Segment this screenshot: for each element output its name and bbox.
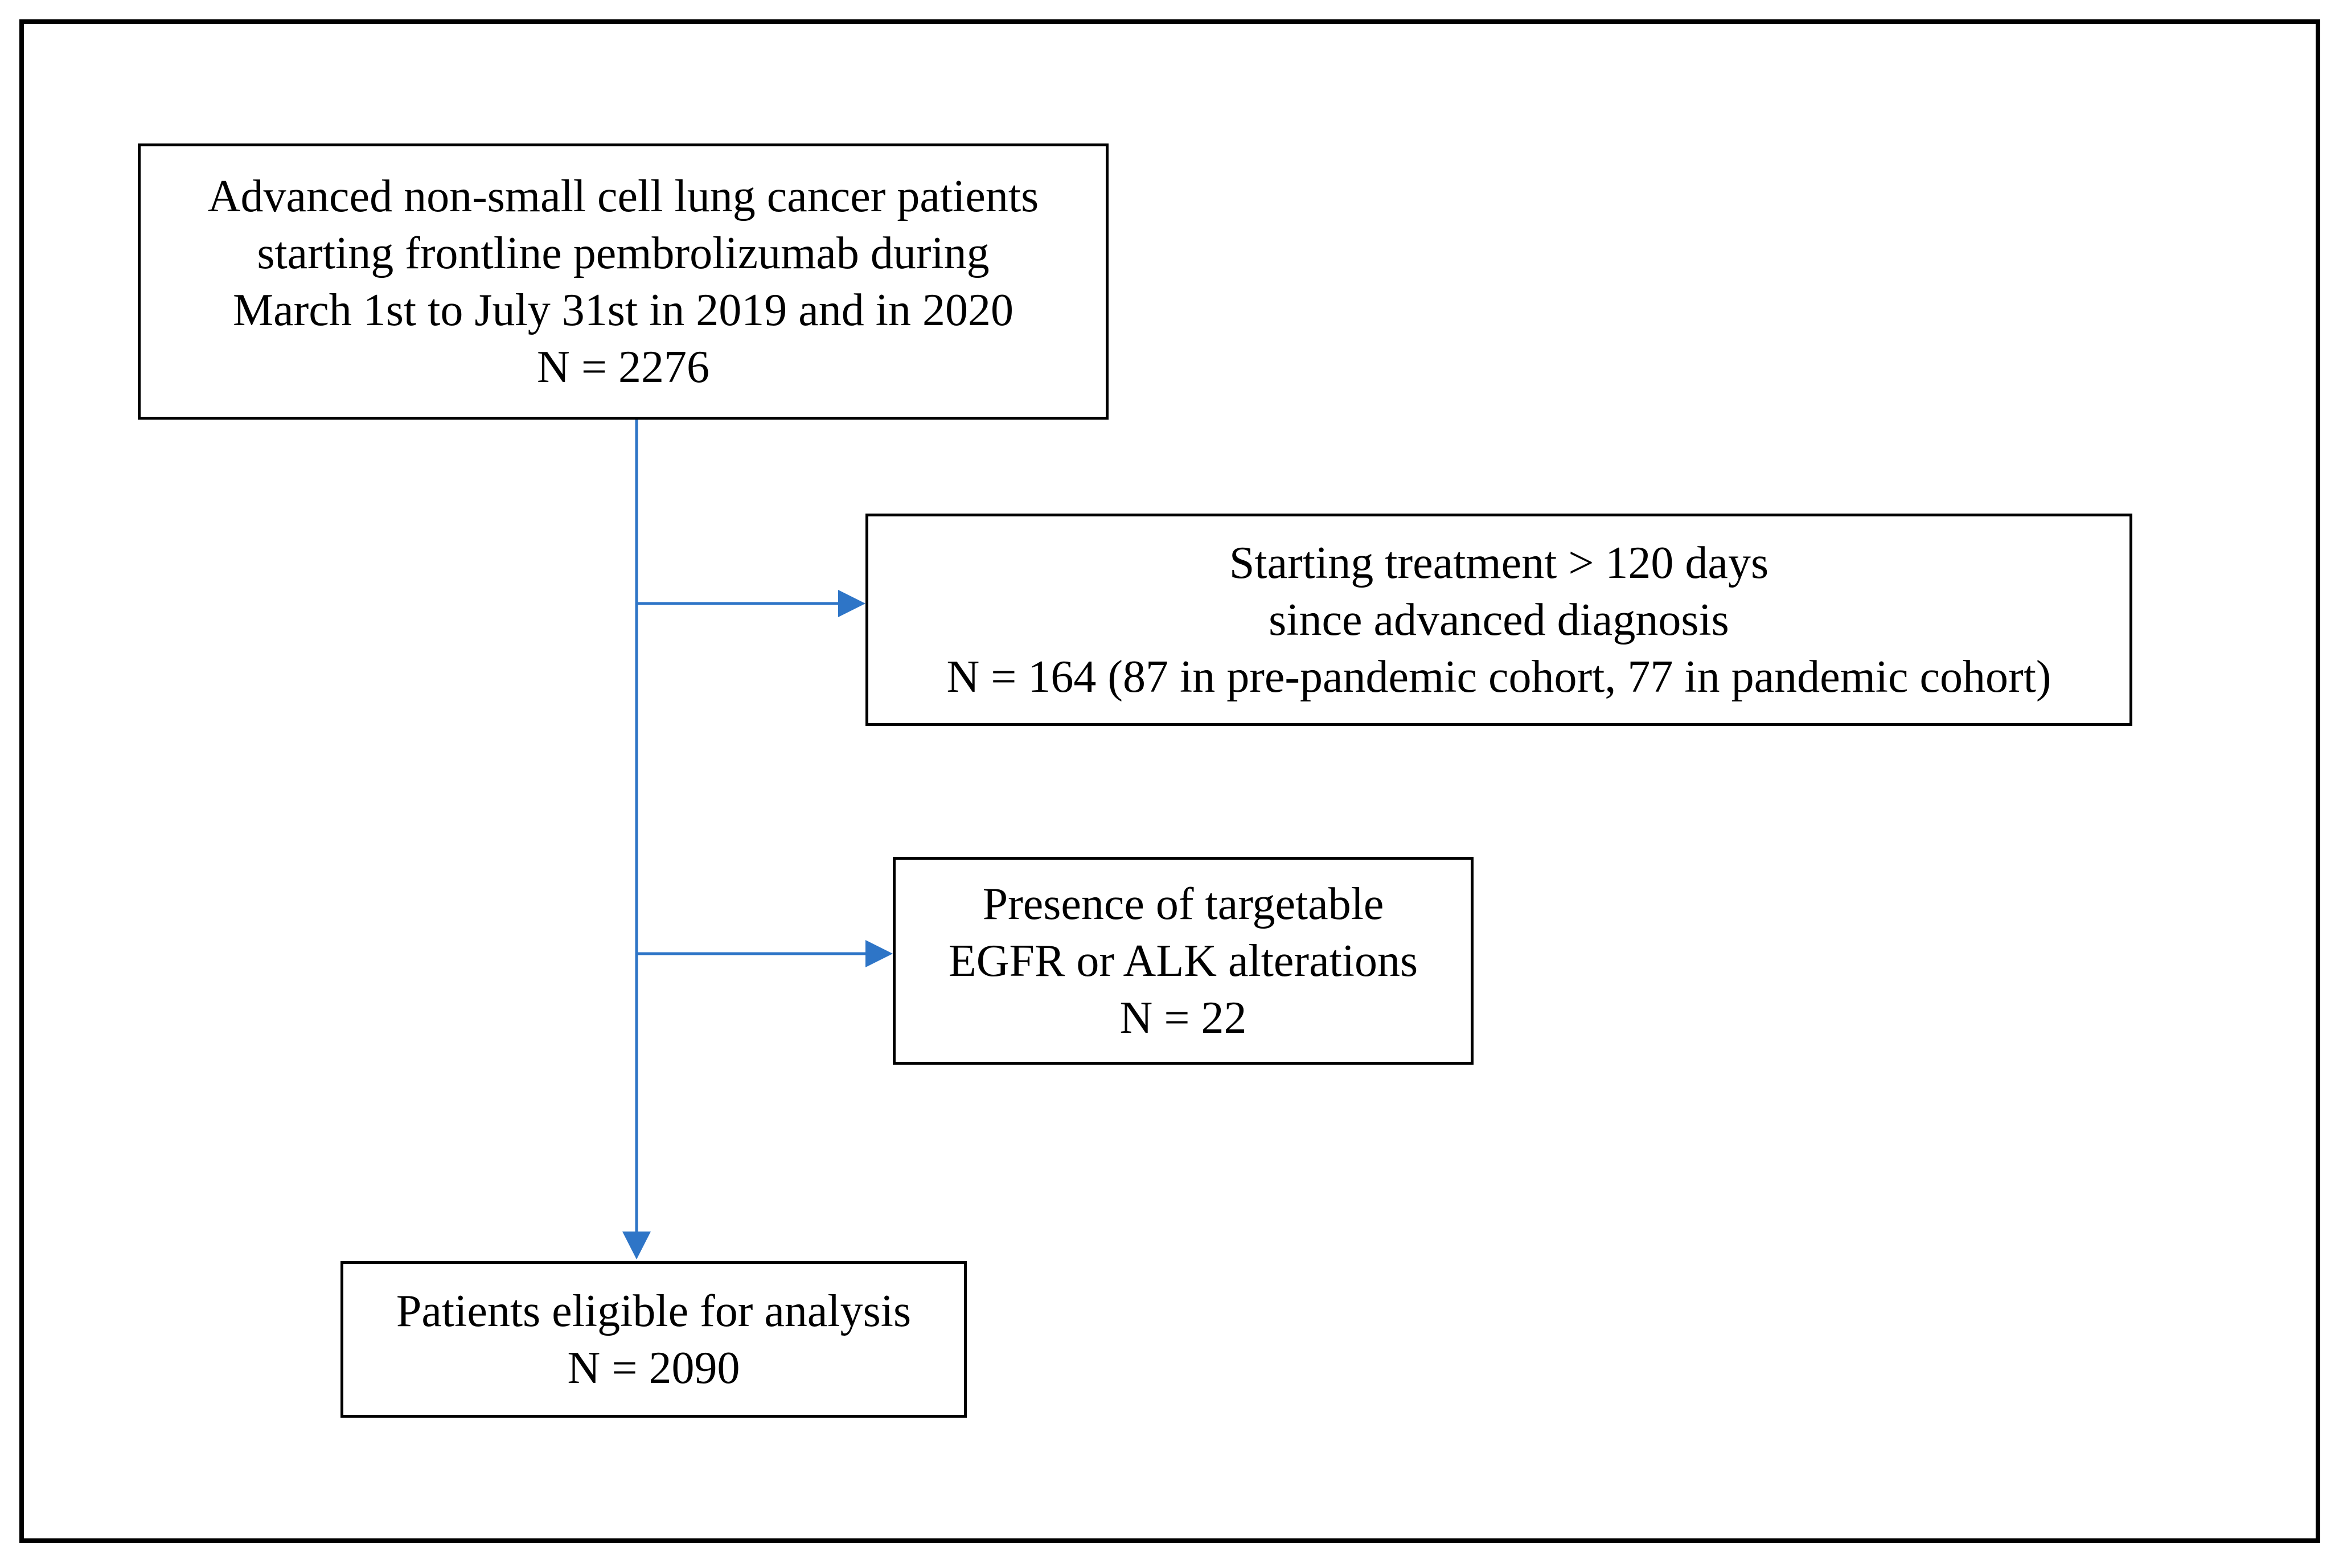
main-flow-arrowhead — [622, 1232, 651, 1259]
exclusion-2-arrowhead — [865, 940, 893, 967]
exclusion-2-line-2: EGFR or ALK alterations — [948, 935, 1418, 986]
exclusion-1-arrowhead — [838, 590, 865, 617]
start-box-line-1: Advanced non-small cell lung cancer pati… — [207, 171, 1039, 221]
start-box-count: N = 2276 — [537, 342, 709, 392]
start-box-line-2: starting frontline pembrolizumab during — [257, 228, 990, 278]
exclusion-2-line-1: Presence of targetable — [982, 879, 1384, 929]
exclusion-1-line-2: since advanced diagnosis — [1269, 594, 1729, 645]
figure-frame — [19, 19, 2320, 1543]
exclusion-1-line-1: Starting treatment > 120 days — [1229, 537, 1769, 588]
exclusion-2-count: N = 22 — [1119, 992, 1247, 1043]
exclusion-box-egfr-alk: Presence of targetable EGFR or ALK alter… — [893, 857, 1474, 1065]
exclusion-1-count: N = 164 (87 in pre-pandemic cohort, 77 i… — [946, 651, 2051, 702]
start-box: Advanced non-small cell lung cancer pati… — [138, 143, 1109, 420]
start-box-line-3: March 1st to July 31st in 2019 and in 20… — [232, 285, 1014, 335]
final-box-line-1: Patients eligible for analysis — [396, 1286, 912, 1336]
final-box: Patients eligible for analysis N = 2090 — [340, 1261, 967, 1418]
exclusion-box-late-treatment: Starting treatment > 120 days since adva… — [865, 514, 2132, 726]
final-box-count: N = 2090 — [567, 1343, 740, 1393]
